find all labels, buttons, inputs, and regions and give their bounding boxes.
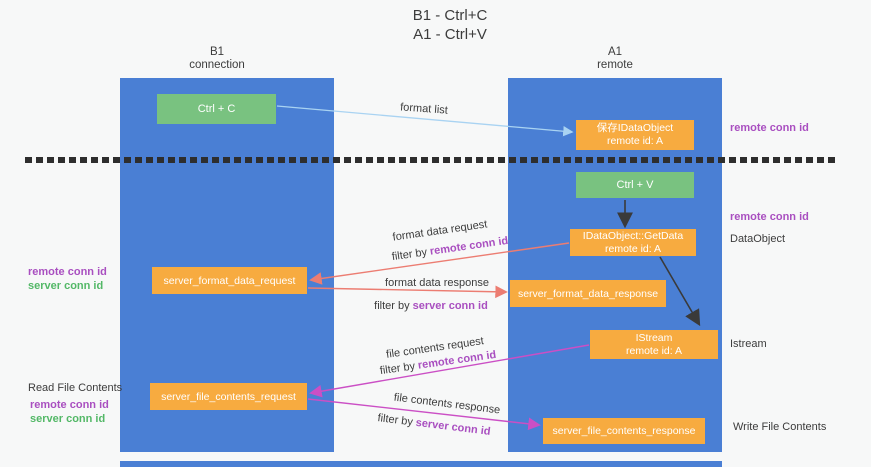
node-getdata-line2: remote id: A bbox=[604, 242, 662, 255]
annotation-server-conn-id-left-bottom: server conn id bbox=[30, 413, 106, 425]
annotation-read-file-contents: Read File Contents bbox=[28, 382, 123, 394]
node-getdata-line1: IDataObject::GetData bbox=[582, 229, 684, 242]
filter-prefix: filter by bbox=[391, 246, 428, 264]
node-server-format-data-request-label: server_format_data_request bbox=[163, 274, 296, 287]
node-server-file-contents-response: server_file_contents_response bbox=[543, 418, 705, 444]
annotation-write-file-contents: Write File Contents bbox=[733, 421, 827, 433]
node-idataobject-getdata: IDataObject::GetData remote id: A bbox=[570, 229, 696, 256]
node-server-format-data-response: server_format_data_response bbox=[510, 280, 666, 307]
annotation-remote-conn-id-left-bottom: remote conn id bbox=[30, 399, 109, 411]
node-ctrl-c-label: Ctrl + C bbox=[197, 103, 236, 115]
annotation-dataobject: DataObject bbox=[730, 233, 786, 245]
node-save-idataobject: 保存IDataObject remote id: A bbox=[576, 120, 694, 150]
node-istream-line2: remote id: A bbox=[625, 344, 683, 357]
node-istream: IStream remote id: A bbox=[590, 330, 718, 359]
label-format-list: format list bbox=[399, 101, 449, 117]
lane-header-a1: A1 remote bbox=[508, 46, 722, 72]
node-server-file-contents-response-label: server_file_contents_response bbox=[552, 425, 696, 437]
node-save-idataobject-line2: remote id: A bbox=[606, 135, 664, 147]
filter-key: server conn id bbox=[412, 300, 488, 312]
node-server-format-data-request: server_format_data_request bbox=[152, 267, 307, 294]
annotation-remote-conn-id-right-top: remote conn id bbox=[730, 122, 809, 134]
node-save-idataobject-line1: 保存IDataObject bbox=[596, 122, 674, 134]
filter-key: remote conn id bbox=[429, 234, 509, 258]
diagram-title: B1 - Ctrl+C A1 - Ctrl+V bbox=[413, 6, 488, 44]
node-ctrl-c: Ctrl + C bbox=[157, 94, 276, 124]
annotation-remote-conn-id-right-mid: remote conn id bbox=[730, 211, 809, 223]
bottom-lane-strip bbox=[120, 461, 722, 467]
dashed-divider bbox=[25, 157, 836, 163]
diagram-title-line2: A1 - Ctrl+V bbox=[413, 26, 487, 43]
lane-a1-subtitle: remote bbox=[597, 59, 633, 71]
filter-prefix: filter by bbox=[376, 412, 414, 429]
node-ctrl-v: Ctrl + V bbox=[576, 172, 694, 198]
annotation-server-conn-id-left-mid: server conn id bbox=[28, 280, 104, 292]
lane-b1-subtitle: connection bbox=[189, 59, 245, 71]
filter-prefix: filter by bbox=[374, 300, 410, 312]
annotation-istream: Istream bbox=[730, 338, 767, 350]
annotation-remote-conn-id-left-mid: remote conn id bbox=[28, 266, 107, 278]
label-format-data-response: format data response bbox=[385, 277, 489, 289]
node-ctrl-v-label: Ctrl + V bbox=[616, 179, 654, 191]
node-server-file-contents-request: server_file_contents_request bbox=[150, 383, 307, 410]
node-server-file-contents-request-label: server_file_contents_request bbox=[161, 390, 296, 403]
diagram-title-line1: B1 - Ctrl+C bbox=[412, 7, 488, 24]
node-server-format-data-response-label: server_format_data_response bbox=[517, 287, 659, 300]
lane-header-b1: B1 connection bbox=[110, 46, 324, 72]
lane-b1-title: B1 bbox=[209, 46, 225, 58]
lane-a1-title: A1 bbox=[607, 46, 623, 58]
filter-prefix: filter by bbox=[379, 360, 416, 378]
filter-key: server conn id bbox=[415, 416, 492, 438]
label-file-contents-response: file contents response bbox=[393, 391, 501, 417]
node-istream-line1: IStream bbox=[635, 331, 673, 344]
